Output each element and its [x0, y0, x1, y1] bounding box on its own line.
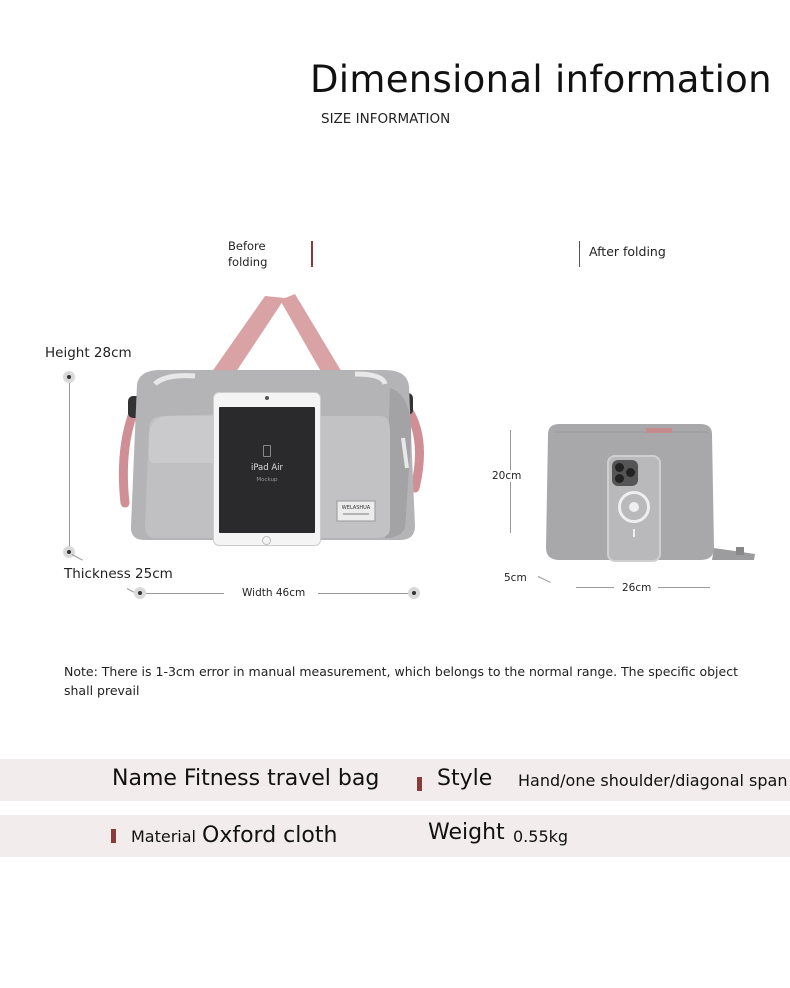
phone-camera-module — [612, 460, 638, 486]
spec-weight-value: 0.55kg — [513, 827, 569, 846]
folded-depth-label: 5cm — [504, 572, 527, 584]
height-top-dot — [63, 371, 75, 383]
tablet-mockup-label: Mockup — [256, 477, 278, 483]
height-dimension-label: Height 28cm — [45, 345, 132, 361]
tablet-camera — [265, 396, 269, 400]
phone-magsafe-line — [633, 529, 635, 537]
height-measure-line — [69, 383, 70, 546]
tablet-screen: iPad Air Mockup — [219, 407, 315, 533]
spec-material-label: Material — [131, 827, 196, 846]
thickness-dimension-label: Thickness 25cm — [64, 566, 173, 582]
spec-name-label: Name — [112, 766, 177, 791]
width-measure-line-right — [318, 593, 408, 594]
width-measure-line-left — [146, 593, 224, 594]
page-subtitle: SIZE INFORMATION — [321, 111, 451, 127]
folded-depth-line — [537, 576, 551, 583]
width-left-dot — [134, 587, 146, 599]
spec-style-marker — [417, 777, 422, 791]
folded-width-line-right — [658, 587, 710, 588]
spec-weight-label: Weight — [428, 820, 505, 845]
after-folding-marker — [579, 241, 580, 267]
before-folding-label: Before folding — [228, 238, 267, 270]
width-dimension-label: Width 46cm — [242, 587, 306, 599]
after-folding-label: After folding — [589, 244, 666, 259]
thickness-measure-line — [71, 554, 83, 561]
bag-tag-text: WELASHUA — [342, 505, 371, 511]
page-title: Dimensional information — [310, 58, 772, 101]
before-folding-marker — [311, 241, 313, 267]
apple-logo-icon — [629, 502, 639, 512]
width-right-dot — [408, 587, 420, 599]
measurement-note: Note: There is 1-3cm error in manual mea… — [64, 664, 738, 698]
spec-material-value: Oxford cloth — [202, 823, 338, 848]
spec-row-2 — [0, 815, 790, 857]
spec-name-value: Fitness travel bag — [183, 766, 380, 791]
tablet-icon — [263, 445, 271, 457]
phone-device — [607, 455, 661, 562]
tablet-device: iPad Air Mockup — [213, 392, 321, 546]
folded-height-label: 20cm — [491, 470, 523, 482]
tablet-model-label: iPad Air — [250, 463, 284, 473]
spec-name: Name Fitness travel bag — [112, 766, 379, 791]
spec-row-1 — [0, 759, 790, 801]
phone-magsafe-ring — [618, 491, 650, 523]
spec-style-value: Hand/one shoulder/diagonal span — [518, 771, 788, 790]
tablet-home-button — [262, 536, 271, 545]
folded-width-line-left — [576, 587, 614, 588]
folded-width-label: 26cm — [622, 582, 652, 594]
spec-material-marker — [111, 829, 116, 843]
before-folding-label-line2: folding — [228, 255, 268, 269]
before-folding-label-line1: Before — [228, 239, 266, 253]
spec-style-label: Style — [437, 766, 493, 791]
